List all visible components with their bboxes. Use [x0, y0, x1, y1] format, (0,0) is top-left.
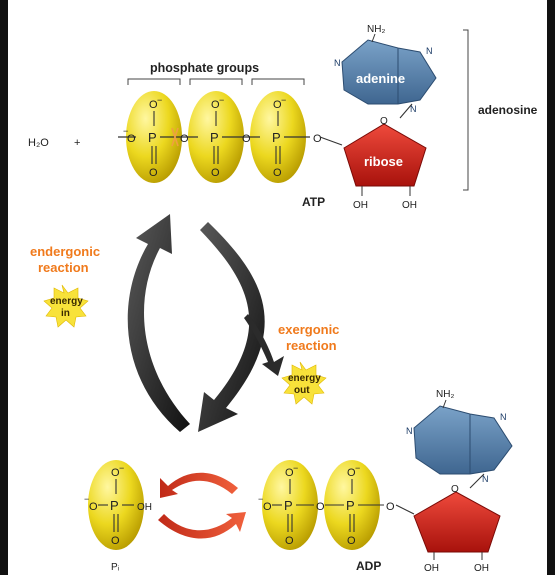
exergonic-reaction-label: reaction	[286, 338, 337, 353]
negative-charge: −	[355, 463, 360, 473]
endergonic-label: endergonic	[30, 244, 100, 259]
adp-adenine: NH₂ N N N	[406, 389, 513, 484]
oxygen-atom: O	[347, 467, 356, 479]
negative-charge: −	[84, 494, 89, 504]
oxygen-atom: O	[242, 133, 251, 145]
hydroxyl-group: OH	[137, 502, 152, 513]
oxygen-atom: O	[111, 535, 120, 547]
energy-out-label: energy	[288, 373, 321, 384]
nitrogen-atom: N	[410, 104, 417, 114]
oxygen-atom: O	[89, 501, 98, 513]
nitrogen-atom: N	[426, 46, 433, 56]
endergonic-reaction-label: reaction	[38, 260, 89, 275]
exergonic-arrow	[198, 222, 265, 432]
hydroxyl-group: OH	[402, 200, 417, 211]
adp-phosphate-2	[324, 460, 380, 550]
ring-oxygen: O	[451, 484, 459, 495]
atp-phosphate-3	[250, 91, 306, 183]
endergonic-arrow	[127, 214, 190, 432]
oxygen-atom: O	[149, 167, 158, 179]
plus-sign: +	[74, 137, 80, 149]
phosphorus-atom: P	[148, 130, 157, 145]
oxygen-atom: O	[285, 535, 294, 547]
negative-charge: −	[123, 126, 128, 136]
negative-charge: −	[219, 95, 224, 105]
pi-atoms: P O − O − O OH	[84, 463, 152, 547]
red-arrow-to-adp	[158, 512, 246, 539]
water-label: H₂O	[28, 137, 49, 149]
hydroxyl-group: OH	[424, 563, 439, 574]
oxygen-atom: O	[263, 501, 272, 513]
nitrogen-atom: N	[334, 58, 341, 68]
oxygen-atom: O	[211, 167, 220, 179]
atp-phosphate-1	[126, 91, 182, 183]
energy-in-starburst	[43, 284, 89, 328]
amino-group: NH₂	[436, 389, 454, 400]
negative-charge: −	[293, 463, 298, 473]
nitrogen-atom: N	[500, 412, 507, 422]
adenosine-bracket	[463, 29, 469, 191]
atp-label: ATP	[302, 195, 325, 209]
adp-phosphate-1	[262, 460, 318, 550]
oxygen-atom: O	[316, 501, 325, 513]
exergonic-branch-arrow	[244, 314, 284, 376]
phosphorus-atom: P	[346, 498, 355, 513]
inorganic-phosphate	[88, 460, 144, 550]
adp-ribose: O OH OH	[395, 473, 501, 574]
red-arrow-to-pi	[160, 472, 238, 498]
atp-adenine: adenine NH₂ N N N	[334, 24, 437, 114]
negative-charge: −	[258, 494, 263, 504]
phosphate-bracket-2	[189, 78, 243, 85]
oxygen-atom: O	[149, 99, 158, 111]
oxygen-atom: O	[273, 99, 282, 111]
oxygen-atom: O	[347, 535, 356, 547]
oxygen-atom: O	[273, 167, 282, 179]
ribose-label: ribose	[364, 154, 403, 169]
phosphorus-atom: P	[210, 130, 219, 145]
high-energy-bond-mark	[171, 127, 179, 147]
oxygen-atom: O	[386, 501, 395, 513]
pi-label: Pᵢ	[111, 562, 120, 573]
energy-in-label-line2: in	[61, 308, 70, 319]
negative-charge: −	[281, 95, 286, 105]
left-dark-border	[0, 0, 8, 575]
negative-charge: −	[119, 463, 124, 473]
atp-phosphate-2	[188, 91, 244, 183]
oxygen-atom: O	[313, 133, 322, 145]
oxygen-atom: O	[211, 99, 220, 111]
oxygen-atom: O	[111, 467, 120, 479]
adenine-label: adenine	[356, 71, 405, 86]
oxygen-atom: O	[180, 133, 189, 145]
adp-label: ADP	[356, 559, 381, 573]
oxygen-atom: O	[127, 133, 136, 145]
phosphate-bracket-1	[127, 78, 181, 85]
oxygen-atom: O	[285, 467, 294, 479]
ring-oxygen: O	[380, 116, 388, 127]
right-dark-border	[547, 0, 555, 575]
negative-charge: −	[157, 95, 162, 105]
atp-phosphate-atoms: P P P O O O − − − O O O − O O O O	[123, 95, 322, 179]
atp-ribose: O ribose OH OH	[319, 103, 427, 211]
energy-out-starburst	[281, 361, 327, 405]
phosphate-bracket-3	[251, 78, 305, 85]
exergonic-label: exergonic	[278, 322, 339, 337]
phosphorus-atom: P	[272, 130, 281, 145]
hydroxyl-group: OH	[353, 200, 368, 211]
nitrogen-atom: N	[406, 426, 413, 436]
adenosine-label: adenosine	[478, 103, 538, 117]
energy-in-label: energy	[50, 296, 83, 307]
energy-out-label-line2: out	[294, 385, 310, 396]
nitrogen-atom: N	[482, 474, 489, 484]
adp-phosphate-atoms: P P O O − − O O − O O O	[258, 463, 395, 547]
phosphate-groups-label: phosphate groups	[150, 61, 259, 75]
hydroxyl-group: OH	[474, 563, 489, 574]
phosphorus-atom: P	[284, 498, 293, 513]
amino-group: NH₂	[367, 24, 385, 35]
phosphorus-atom: P	[110, 498, 119, 513]
